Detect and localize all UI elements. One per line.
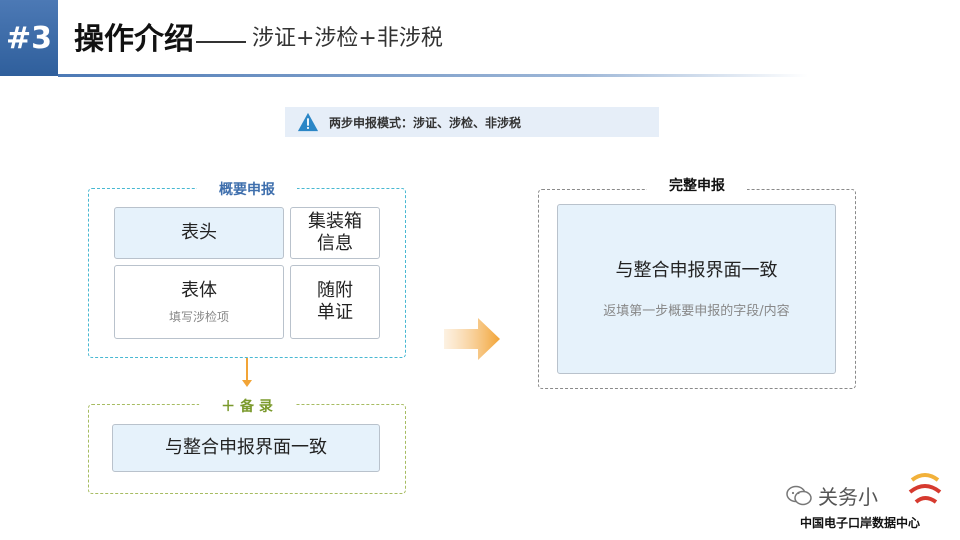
organization-name: 中国电子口岸数据中心: [800, 516, 921, 530]
complete-card-title: 与整合申报界面一致: [615, 259, 778, 281]
section-badge: #3: [0, 0, 58, 76]
right-arrow-icon: [444, 318, 500, 360]
card-container-info[interactable]: 集装箱 信息: [290, 207, 380, 259]
card-container-info-label: 集装箱 信息: [308, 211, 362, 254]
wechat-name: 关务小: [818, 485, 878, 509]
header-rule: [58, 74, 808, 77]
filing-label: ＋ 备 录: [199, 396, 295, 416]
down-arrow-icon: [242, 380, 252, 387]
card-body-label: 表体: [181, 279, 217, 301]
title-main: 操作介绍: [74, 22, 194, 57]
page-title: 操作介绍 涉证+涉检+非涉税: [74, 14, 443, 58]
title-dash: [196, 41, 246, 43]
wechat-icon: [786, 485, 812, 505]
card-attached-docs-label: 随附 单证: [317, 280, 353, 323]
card-header-label: 表头: [181, 222, 217, 243]
filing-card[interactable]: 与整合申报界面一致: [112, 424, 380, 472]
card-attached-docs[interactable]: 随附 单证: [290, 265, 380, 339]
card-header[interactable]: 表头: [114, 207, 284, 259]
complete-label: 完整申报: [647, 175, 747, 195]
complete-card-sub: 返填第一步概要申报的字段/内容: [603, 303, 790, 319]
complete-card[interactable]: 与整合申报界面一致 返填第一步概要申报的字段/内容: [557, 204, 836, 374]
title-subtitle: 涉证+涉检+非涉税: [252, 26, 443, 51]
notice-text: 两步申报模式：涉证、涉检、非涉税: [329, 115, 522, 130]
wechat-account: 关务小: [786, 481, 878, 510]
card-body-sub: 填写涉检项: [168, 309, 229, 324]
filing-card-label: 与整合申报界面一致: [165, 437, 327, 458]
down-arrow-line: [246, 358, 248, 382]
warning-icon: [297, 112, 319, 132]
notice-bar: 两步申报模式：涉证、涉检、非涉税: [285, 107, 659, 137]
summary-label: 概要申报: [197, 179, 297, 199]
logo-icon: [908, 473, 942, 504]
card-body[interactable]: 表体 填写涉检项: [114, 265, 284, 339]
